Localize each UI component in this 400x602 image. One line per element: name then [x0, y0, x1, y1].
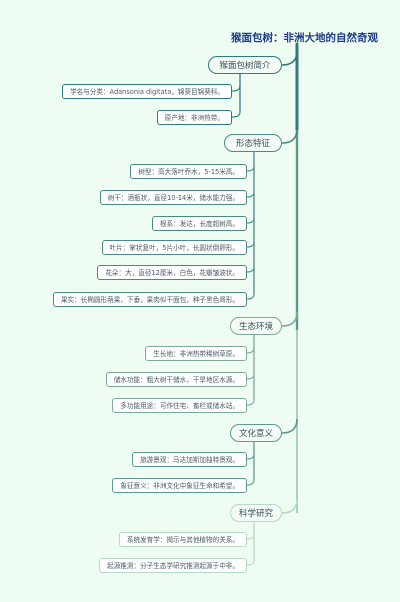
leaf-connector-1-5	[246, 293, 255, 300]
leaf-trunk[interactable]: 树干：酒瓶状，直径10-14米，储水能力强。	[99, 189, 247, 205]
leaf-connector-0-1	[231, 111, 241, 118]
mindmap-title: 猴面包树：非洲大地的自然奇观	[231, 32, 378, 44]
leaf-fruit[interactable]: 果实：长椭圆形蒴果，下垂，果肉似干面包，种子黑色肾形。	[52, 291, 247, 307]
leaf-connector-0-0	[231, 85, 241, 92]
leaf-habitat[interactable]: 生长地：非洲热带稀树草原。	[145, 345, 247, 361]
leaf-connector-1-0	[246, 165, 255, 172]
leaf-connector-3-1	[246, 479, 255, 486]
leaf-origin[interactable]: 原产地：非洲热带。	[156, 109, 232, 125]
branch-connector-1	[281, 128, 298, 144]
leaf-connector-4-1	[246, 559, 255, 566]
leaf-leaves[interactable]: 叶片：掌状复叶，5片小叶，长圆状倒卵形。	[101, 239, 247, 255]
branch-morphology[interactable]: 形态特征	[224, 134, 282, 152]
leaf-flowers[interactable]: 花朵：大，直径12厘米，白色，花瓣皱波状。	[97, 264, 247, 280]
branch-culture[interactable]: 文化意义	[230, 424, 282, 442]
branch-connector-3	[281, 418, 298, 434]
leaf-symbolism[interactable]: 象征意义：非洲文化中象征生命和希望。	[112, 477, 247, 493]
branch-connector-2	[281, 311, 298, 327]
leaf-taxonomy[interactable]: 学名与分类：Adansonia digitata，锦葵目锦葵科。	[61, 83, 232, 99]
leaf-tourism[interactable]: 旅游景观：马达加斯加独特景观。	[132, 451, 247, 467]
leaf-tree-form[interactable]: 树型：高大落叶乔木，5-15米高。	[130, 163, 247, 179]
branch-ecology[interactable]: 生态环境	[230, 317, 282, 335]
branch-connector-0	[281, 50, 298, 66]
leaf-phylogeny[interactable]: 系统发育学：揭示与其他植物的关系。	[118, 531, 247, 547]
leaf-connector-2-0	[246, 347, 255, 354]
branch-connector-4	[281, 498, 298, 514]
leaf-connector-1-2	[246, 217, 255, 224]
leaf-uses[interactable]: 多功能用途：可作住宅、畜栏或储水站。	[112, 397, 247, 413]
leaf-connector-4-0	[246, 533, 255, 540]
leaf-connector-1-4	[246, 266, 255, 273]
leaf-connector-3-0	[246, 453, 255, 460]
leaf-connector-1-3	[246, 241, 255, 248]
leaf-roots[interactable]: 根系：发达，长度超树高。	[151, 215, 247, 231]
leaf-origin-hypothesis[interactable]: 起源推测：分子生态学研究推测起源于中非。	[99, 557, 247, 573]
leaf-connector-2-2	[246, 399, 255, 406]
branch-science[interactable]: 科学研究	[230, 504, 282, 522]
leaf-connector-2-1	[246, 373, 255, 380]
leaf-water-storage[interactable]: 储水功能：粗大树干储水，干旱地区水源。	[105, 371, 247, 387]
branch-intro[interactable]: 猴面包树简介	[208, 56, 282, 74]
leaf-connector-1-1	[246, 191, 255, 198]
